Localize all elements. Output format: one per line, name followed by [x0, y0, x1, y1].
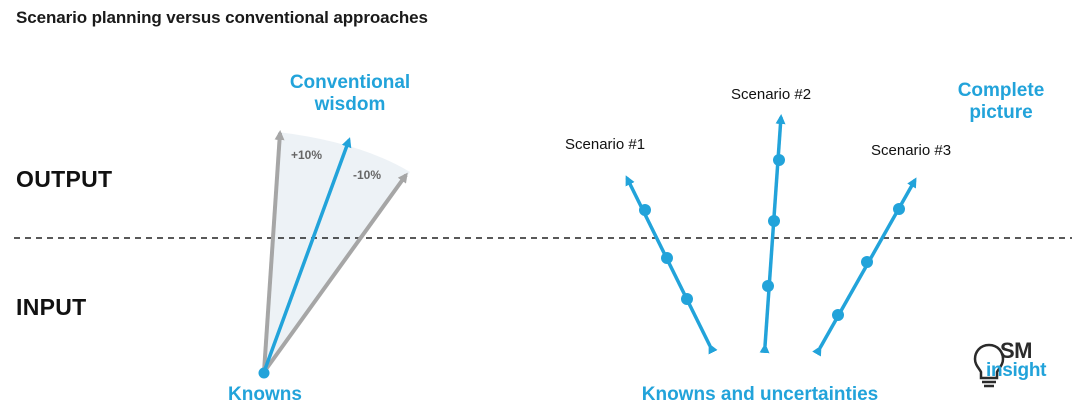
plus-10-arrow [262, 130, 285, 373]
scenario-3-dot [861, 256, 873, 268]
forecast-range-wedge [264, 132, 410, 372]
minus-10-label: -10% [353, 168, 382, 182]
minus-10-arrow [262, 172, 408, 374]
conventional-arrow [262, 137, 352, 373]
scenario-3-dot [832, 309, 844, 321]
scenario-3-label: Scenario #3 [871, 142, 952, 159]
scenario-1-dot [661, 252, 673, 264]
scenario-2-arrow [759, 114, 786, 354]
scenario-2-dot [762, 280, 774, 292]
scenario-2-dot [773, 154, 785, 166]
scenario-1-dot [639, 204, 651, 216]
scenario-1-label: Scenario #1 [565, 136, 646, 153]
lightbulb-icon [973, 343, 1005, 388]
diagram-title: Scenario planning versus conventional ap… [16, 8, 428, 27]
logo-insight-text: insight [986, 360, 1047, 381]
complete-picture-heading: Complete picture [957, 80, 1045, 123]
sm-insight-logo: SM insight [972, 338, 1062, 398]
scenario-3-dot [893, 203, 905, 215]
scenario-1-dot [681, 293, 693, 305]
plus-10-label: +10% [291, 148, 323, 162]
output-label: OUTPUT [16, 166, 113, 192]
input-label: INPUT [16, 294, 87, 320]
scenario-2-label: Scenario #2 [731, 86, 812, 103]
conventional-wisdom-heading: Conventional wisdom [289, 72, 411, 115]
logo-sm-text: SM [1000, 338, 1033, 363]
knowns-origin-dot [258, 367, 270, 379]
scenario-2-dot [768, 215, 780, 227]
knowns-label: Knowns [228, 384, 302, 405]
knowns-and-uncertainties-label: Knowns and uncertainties [641, 384, 879, 405]
